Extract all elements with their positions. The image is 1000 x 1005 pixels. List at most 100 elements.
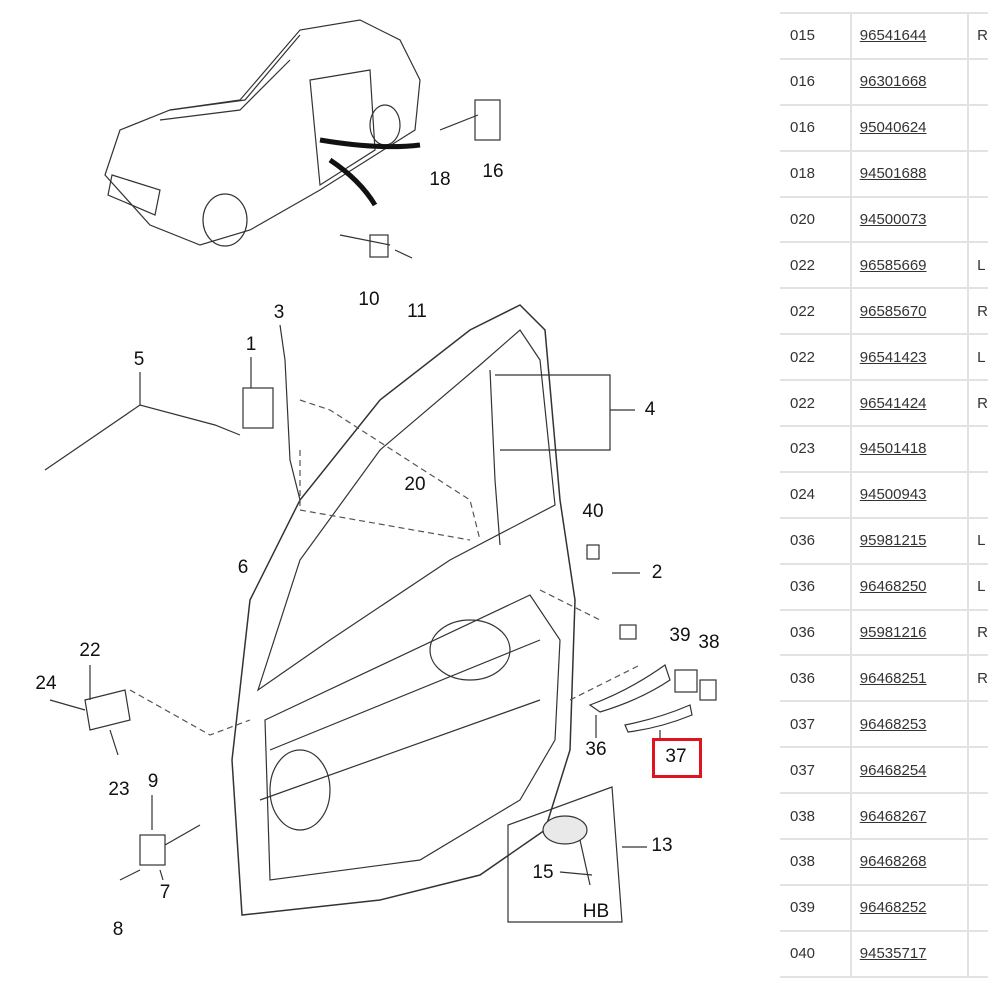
side-cell: R: [968, 288, 988, 336]
position-cell: 038: [780, 839, 852, 886]
position-cell: 022: [780, 380, 852, 428]
table-row: 037 96468254: [780, 747, 988, 795]
part-number-link[interactable]: 96541424: [859, 394, 927, 412]
callout-18[interactable]: 18: [429, 169, 451, 190]
callout-9[interactable]: 9: [147, 771, 159, 792]
position-cell: 023: [780, 426, 852, 473]
position-cell: 039: [780, 884, 852, 932]
part-number-link[interactable]: 96468251: [859, 669, 927, 687]
side-cell: [968, 104, 988, 152]
position-cell: 037: [780, 747, 852, 795]
callout-10[interactable]: 10: [358, 289, 380, 310]
part-number-cell: 96541644: [850, 12, 970, 60]
table-row: 036 95981216 R: [780, 609, 988, 657]
check-strap-7: [119, 795, 201, 881]
callout-6[interactable]: 6: [237, 557, 249, 578]
callout-38[interactable]: 38: [698, 632, 720, 653]
part-number-link[interactable]: 96468252: [859, 899, 927, 917]
part-number-cell: 96468252: [850, 884, 970, 932]
callout-4[interactable]: 4: [644, 399, 656, 420]
side-cell: [968, 471, 988, 519]
clip-40-2: [586, 544, 640, 640]
callout-hb: HB: [582, 901, 610, 922]
part-number-link[interactable]: 94501688: [859, 165, 927, 183]
side-cell: R: [968, 655, 988, 703]
part-number-link[interactable]: 94500073: [859, 211, 927, 228]
position-cell: 018: [780, 150, 852, 198]
callout-7[interactable]: 7: [159, 882, 171, 903]
part-number-cell: 96585669: [850, 242, 970, 290]
table-row: 015 96541644 R: [780, 12, 988, 60]
part-number-link[interactable]: 94500943: [859, 486, 927, 504]
callout-8[interactable]: 8: [112, 919, 124, 940]
table-row: 040 94535717: [780, 930, 988, 978]
part-number-link[interactable]: 96541423: [859, 348, 927, 366]
callout-36[interactable]: 36: [585, 739, 607, 760]
position-cell: 040: [780, 930, 852, 978]
part-number-link[interactable]: 94535717: [859, 945, 927, 963]
callout-23[interactable]: 23: [108, 779, 130, 800]
callout-24[interactable]: 24: [35, 673, 57, 694]
callout-37[interactable]: 37: [665, 746, 687, 767]
position-cell: 038: [780, 793, 852, 841]
part-number-cell: 96468250: [850, 563, 970, 611]
part-number-link[interactable]: 96468267: [859, 807, 927, 825]
part-number-cell: 95981215: [850, 517, 970, 565]
callout-13[interactable]: 13: [651, 835, 673, 856]
part-number-link[interactable]: 94501418: [859, 440, 927, 458]
side-cell: [968, 196, 988, 244]
position-cell: 022: [780, 242, 852, 290]
callout-11[interactable]: 11: [407, 301, 427, 322]
side-cell: R: [968, 12, 988, 60]
position-cell: 036: [780, 609, 852, 657]
part-number-link[interactable]: 96468268: [859, 853, 927, 871]
part-number-link[interactable]: 96468254: [859, 761, 927, 779]
side-cell: R: [968, 609, 988, 657]
callout-15[interactable]: 15: [532, 862, 554, 883]
door-shell: [231, 304, 576, 916]
part-number-link[interactable]: 96541644: [859, 27, 927, 45]
position-cell: 020: [780, 196, 852, 244]
hinge-22: [49, 665, 131, 756]
side-cell: [968, 426, 988, 473]
position-cell: 036: [780, 563, 852, 611]
part-number-cell: 94535717: [850, 930, 970, 978]
part-number-link[interactable]: 96301668: [859, 73, 927, 91]
callout-5[interactable]: 5: [133, 349, 145, 370]
callout-20[interactable]: 20: [404, 474, 426, 495]
part-number-cell: 96468267: [850, 793, 970, 841]
table-row: 018 94501688: [780, 150, 988, 198]
window-guide-4: [489, 369, 635, 546]
part-number-link[interactable]: 96585670: [859, 302, 927, 320]
part-number-link[interactable]: 95981215: [859, 532, 927, 550]
part-number-link[interactable]: 96468250: [859, 578, 927, 596]
position-cell: 015: [780, 12, 852, 60]
table-row: 038 96468268: [780, 839, 988, 886]
callout-1[interactable]: 1: [245, 334, 257, 355]
side-cell: [968, 58, 988, 106]
side-cell: [968, 884, 988, 932]
callout-3[interactable]: 3: [273, 302, 285, 323]
part-number-link[interactable]: 96585669: [859, 256, 927, 274]
part-number-cell: 96541423: [850, 334, 970, 382]
callout-2[interactable]: 2: [651, 562, 663, 583]
callout-40[interactable]: 40: [582, 501, 604, 522]
table-row: 020 94500073: [780, 196, 988, 244]
callout-22[interactable]: 22: [79, 640, 101, 661]
leader-lines: [129, 399, 641, 736]
callout-16[interactable]: 16: [482, 161, 504, 182]
part-number-link[interactable]: 95981216: [859, 624, 927, 642]
callout-39[interactable]: 39: [669, 625, 691, 646]
position-cell: 016: [780, 104, 852, 152]
side-cell: L: [968, 517, 988, 565]
part-number-link[interactable]: 95040624: [859, 119, 927, 137]
part-number-cell: 96541424: [850, 380, 970, 428]
part-number-link[interactable]: 96468253: [859, 715, 927, 733]
car-illustration: [104, 19, 421, 247]
